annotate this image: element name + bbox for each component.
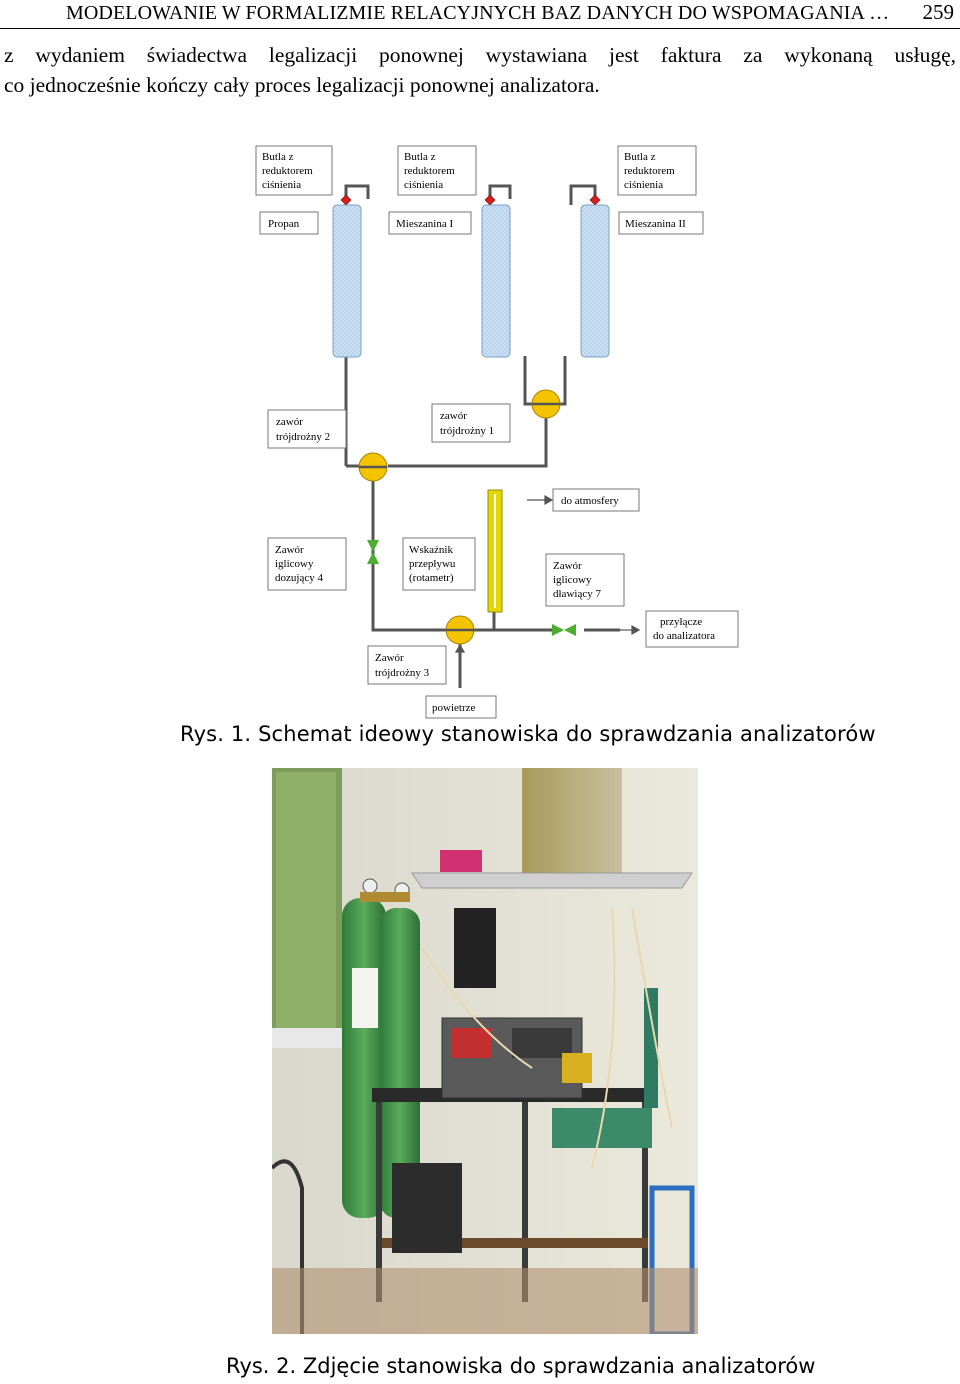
three-way-valve-2-icon: [358, 452, 388, 482]
gas-label-mieszanina-2: Mieszanina II: [618, 211, 704, 235]
svg-text:Zawór: Zawór: [553, 560, 582, 572]
rotameter-icon: [487, 489, 503, 613]
svg-text:ciśnienia: ciśnienia: [624, 179, 663, 191]
air-label: powietrze: [425, 695, 497, 719]
svg-text:Zawór: Zawór: [275, 544, 304, 556]
svg-text:reduktorem: reduktorem: [262, 165, 313, 177]
schematic-diagram: Butla z reduktorem ciśnienia Butla z red…: [255, 145, 739, 719]
arrow-from-air: [454, 643, 466, 668]
flow-indicator-label: Wskaźnik przepływu (rotametr): [402, 537, 476, 591]
red-valve-icons: [340, 194, 601, 206]
svg-text:reduktorem: reduktorem: [404, 165, 455, 177]
gas-label-mieszanina-1: Mieszanina I: [388, 211, 472, 235]
svg-text:ciśnienia: ciśnienia: [262, 179, 301, 191]
svg-text:Mieszanina II: Mieszanina II: [625, 218, 686, 230]
lab-photo: [272, 768, 698, 1334]
svg-text:trójdrożny 3: trójdrożny 3: [375, 667, 430, 679]
svg-text:powietrze: powietrze: [432, 702, 475, 714]
valve-label-3: Zawór trójdrożny 3: [367, 645, 447, 685]
needle-valve-7-icon: [552, 624, 576, 636]
analyzer-connection-label: przyłącze do analizatora: [645, 610, 739, 648]
cylinder-mieszanina-2: [580, 204, 610, 358]
svg-text:(rotametr): (rotametr): [409, 572, 454, 584]
svg-text:przyłącze: przyłącze: [660, 616, 702, 628]
gas-label-propan: Propan: [259, 211, 319, 235]
svg-text:zawór: zawór: [440, 410, 467, 422]
valve-label-1: zawór trójdrożny 1: [431, 403, 511, 443]
needle-valve-7-label: Zawór iglicowy dławiący 7: [545, 553, 625, 607]
svg-text:iglicowy: iglicowy: [553, 574, 592, 586]
svg-text:Butla z: Butla z: [624, 151, 656, 163]
body-line-2: co jednocześnie kończy cały proces legal…: [4, 73, 600, 97]
figure-1-caption: Rys. 1. Schemat ideowy stanowiska do spr…: [180, 722, 876, 746]
svg-text:dozujący 4: dozujący 4: [275, 572, 323, 584]
svg-text:trójdrożny 1: trójdrożny 1: [440, 425, 494, 437]
atmosphere-label: do atmosfery: [552, 488, 640, 512]
svg-text:Mieszanina I: Mieszanina I: [396, 218, 453, 230]
arrow-to-analyzer: [620, 624, 641, 636]
bottle-label-2: Butla z reduktorem ciśnienia: [397, 145, 477, 196]
body-paragraph: z wydaniem świadectwa legalizacji ponown…: [4, 40, 956, 100]
cylinder-mieszanina-1: [481, 204, 511, 358]
svg-text:Propan: Propan: [268, 218, 300, 230]
bottle-label-1: Butla z reduktorem ciśnienia: [255, 145, 333, 196]
three-way-valve-1-icon: [531, 389, 561, 419]
running-head: MODELOWANIE W FORMALIZMIE RELACYJNYCH BA…: [0, 0, 960, 29]
body-line-1: z wydaniem świadectwa legalizacji ponown…: [4, 43, 956, 67]
figure-2-caption: Rys. 2. Zdjęcie stanowiska do sprawdzani…: [226, 1354, 816, 1378]
svg-text:iglicowy: iglicowy: [275, 558, 314, 570]
arrow-to-atmosphere: [527, 494, 554, 506]
three-way-valve-3-icon: [445, 615, 475, 645]
cylinder-propan: [332, 204, 362, 358]
svg-text:Butla z: Butla z: [262, 151, 294, 163]
valve-label-2: zawór trójdrożny 2: [267, 409, 347, 449]
svg-text:trójdrożny 2: trójdrożny 2: [276, 431, 330, 443]
svg-text:zawór: zawór: [276, 416, 303, 428]
needle-valve-4-label: Zawór iglicowy dozujący 4: [267, 537, 347, 591]
svg-text:Butla z: Butla z: [404, 151, 436, 163]
svg-text:dławiący 7: dławiący 7: [553, 588, 601, 600]
svg-text:Zawór: Zawór: [375, 652, 404, 664]
bottle-label-3: Butla z reduktorem ciśnienia: [617, 145, 697, 196]
svg-text:reduktorem: reduktorem: [624, 165, 675, 177]
page-number: 259: [922, 0, 955, 24]
svg-text:Wskaźnik: Wskaźnik: [409, 544, 453, 556]
svg-text:do analizatora: do analizatora: [653, 630, 715, 642]
needle-valve-4-icon: [367, 540, 379, 564]
running-title: MODELOWANIE W FORMALIZMIE RELACYJNYCH BA…: [66, 2, 890, 24]
svg-text:ciśnienia: ciśnienia: [404, 179, 443, 191]
svg-text:przepływu: przepływu: [409, 558, 456, 570]
svg-text:do atmosfery: do atmosfery: [561, 495, 619, 507]
